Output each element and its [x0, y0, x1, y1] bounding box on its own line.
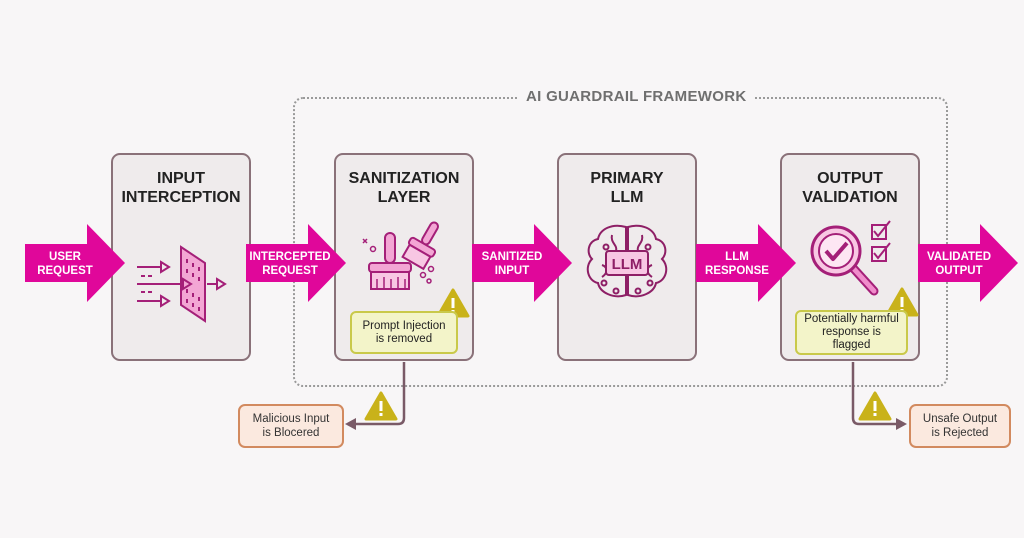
brain-icon: LLM [586, 224, 668, 298]
arrow-label: INTERCEPTED REQUEST [249, 251, 331, 277]
prompt-injection-note: Prompt Injection is removed [350, 311, 458, 354]
stage-input-interception: INPUT INTERCEPTION [111, 153, 251, 361]
unsafe-output-rejected: Unsafe Output is Rejected [909, 404, 1011, 448]
filter-wall-icon [137, 245, 227, 323]
broom-icon [362, 221, 439, 290]
stage-title: INPUT INTERCEPTION [121, 170, 241, 206]
stage-title: SANITIZATION LAYER [348, 170, 460, 206]
stage-title: PRIMARY LLM [590, 170, 664, 206]
flow-arrow-shape [25, 224, 125, 302]
flow-arrow-shape [696, 224, 796, 302]
arrow-label: VALIDATED OUTPUT [926, 251, 992, 277]
blocked-arrowhead [345, 418, 356, 430]
stage-sanitization-layer: SANITIZATION LAYER Prompt Injection is r… [334, 153, 474, 361]
blocked-connector [352, 362, 406, 426]
flow-arrow-shape [918, 224, 1018, 302]
stage-output-validation: OUTPUT VALIDATION Potentially harmful re… [780, 153, 920, 361]
harmful-response-note: Potentially harmful response is flagged [795, 310, 908, 355]
rejected-arrowhead [896, 418, 907, 430]
llm-chip-label: LLM [612, 256, 643, 273]
warning-icon [364, 391, 398, 421]
arrow-label: LLM RESPONSE [705, 251, 769, 277]
stage-primary-llm: PRIMARY LLM LLM [557, 153, 697, 361]
flow-arrow-shape [472, 224, 572, 302]
malicious-input-blocked: Malicious Input is Blocered [238, 404, 344, 448]
warning-icon [858, 391, 892, 421]
flow-arrow-shape [246, 224, 346, 302]
arrow-label: USER REQUEST [37, 251, 93, 277]
stage-title: OUTPUT VALIDATION [802, 170, 898, 206]
rejected-connector [851, 362, 900, 426]
framework-title: AI GUARDRAIL FRAMEWORK [518, 88, 755, 105]
magnifier-check-icon [810, 220, 891, 296]
arrow-label: SANITIZED INPUT [481, 251, 543, 277]
